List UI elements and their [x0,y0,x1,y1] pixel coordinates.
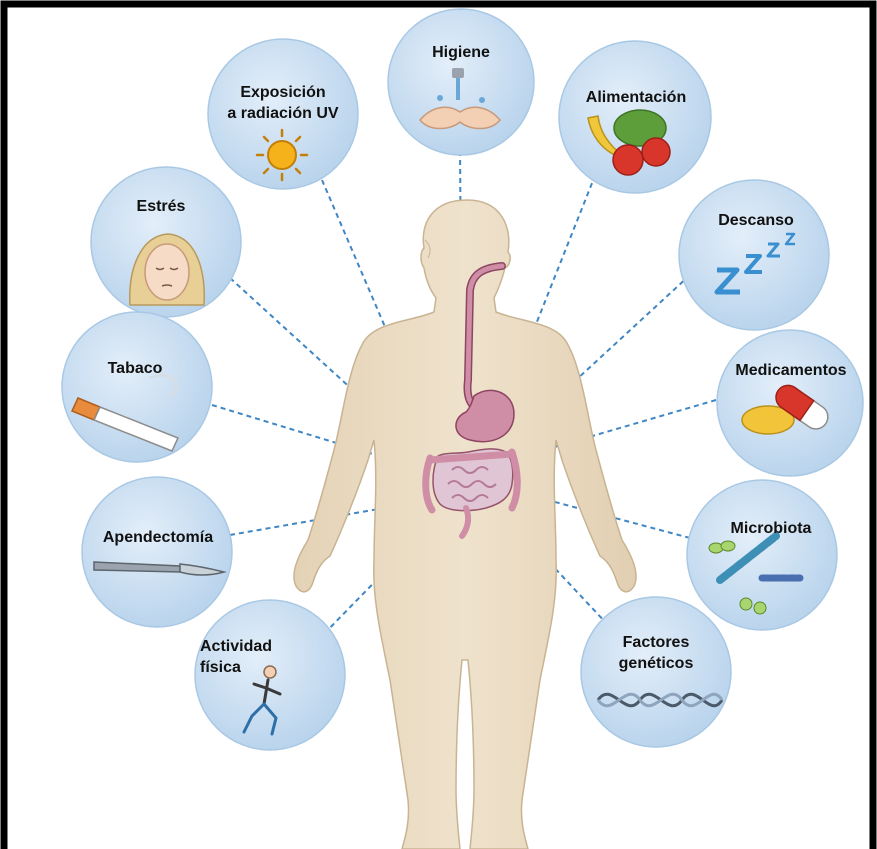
label-line: a radiación UV [208,103,358,124]
label-line: Alimentación [568,87,704,108]
label-line: Higiene [411,42,511,63]
label-line: física [200,657,320,678]
label-line: Actividad [200,636,320,657]
bubble-descanso [679,180,829,330]
label-descanso: Descanso [696,210,816,231]
label-line: Medicamentos [716,360,866,381]
bubble-medicamentos [717,330,863,476]
label-line: Descanso [696,210,816,231]
bubble-alimentacion [559,41,711,193]
label-medicamentos: Medicamentos [716,360,866,381]
bubble-apendectomia [82,477,232,627]
label-line: Microbiota [706,518,836,539]
label-line: genéticos [600,653,712,674]
label-line: Apendectomía [88,527,228,548]
label-line: Tabaco [80,358,190,379]
label-actividad: Actividad física [200,636,320,678]
label-higiene: Higiene [411,42,511,63]
label-geneticos: Factores genéticos [600,632,712,674]
bubble-microbiota [687,480,837,630]
label-microbiota: Microbiota [706,518,836,539]
label-exposicion: Exposición a radiación UV [208,82,358,124]
label-line: Exposición [208,82,358,103]
label-alimentacion: Alimentación [568,87,704,108]
label-estres: Estrés [106,196,216,217]
bubble-estres [91,167,241,317]
bubble-higiene [388,9,534,155]
label-apendectomia: Apendectomía [88,527,228,548]
label-line: Estrés [106,196,216,217]
label-tabaco: Tabaco [80,358,190,379]
label-line: Factores [600,632,712,653]
bubble-tabaco [62,312,212,462]
